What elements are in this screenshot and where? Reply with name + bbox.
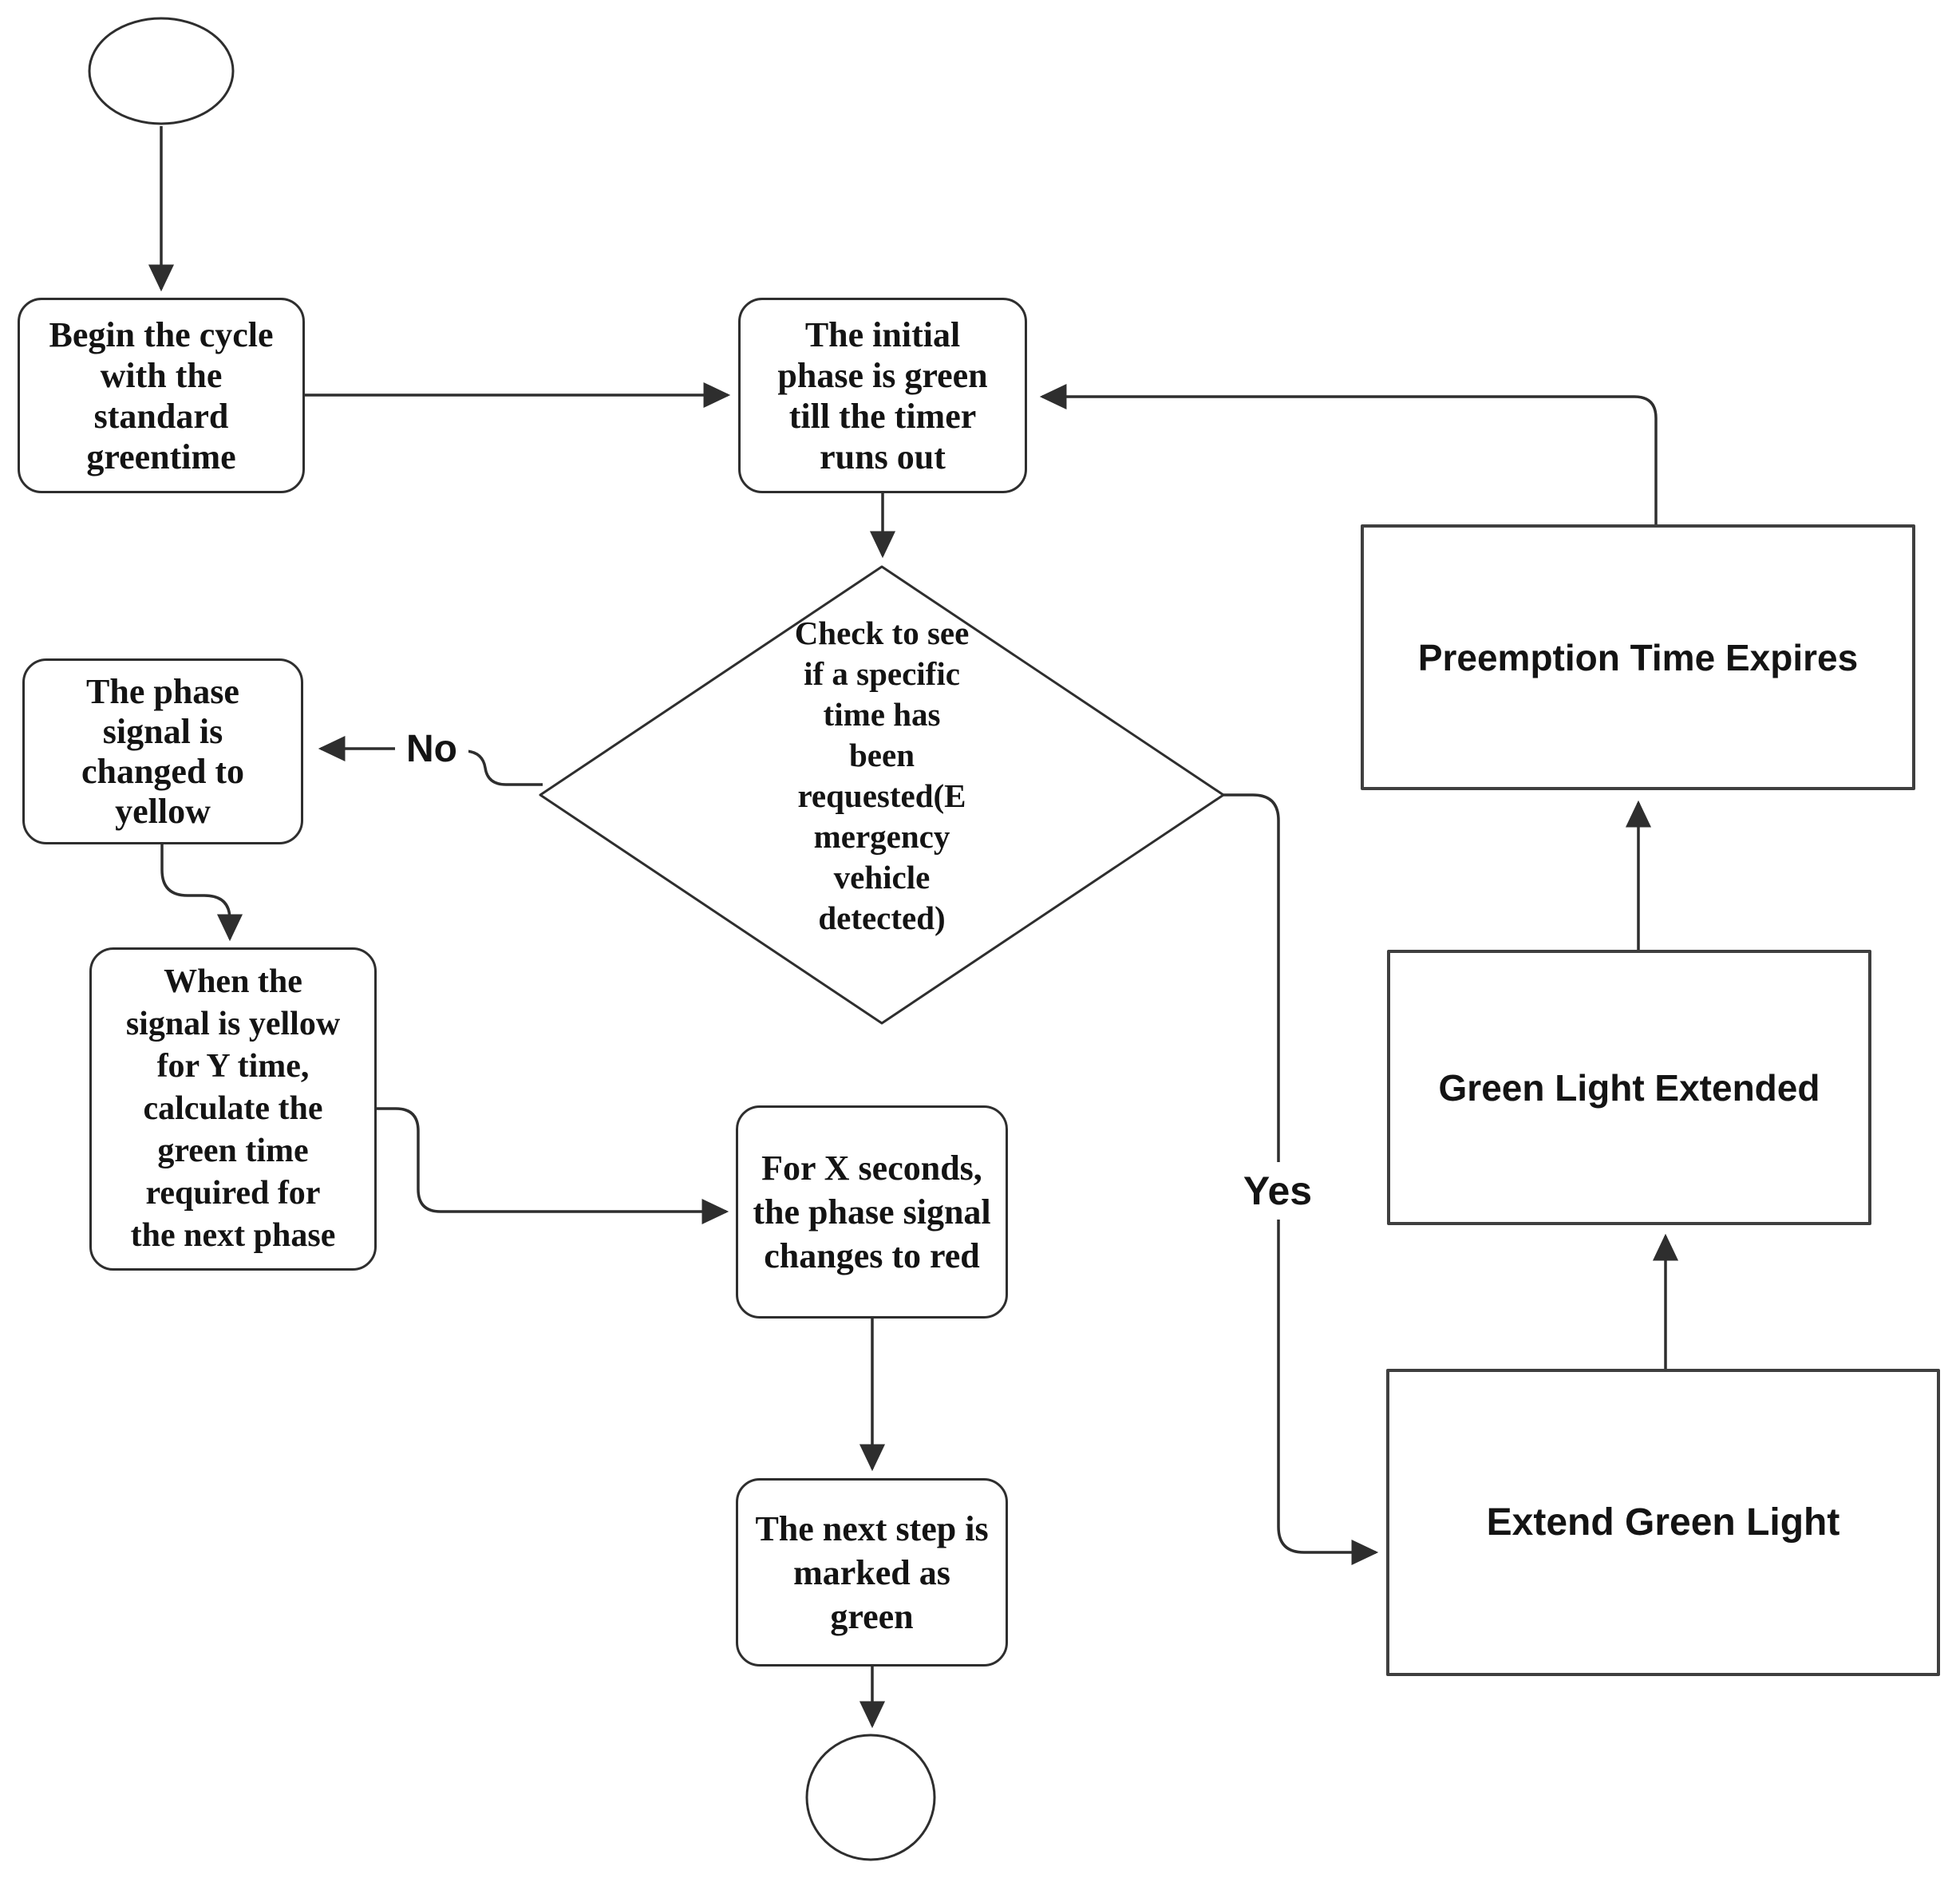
decision-text: Check to see if a specific time has been… [794, 615, 970, 936]
node-initial-phase: The initial phase is green till the time… [738, 298, 1027, 493]
edge-when-to-forx [377, 1107, 729, 1225]
edge-decision-no-wave [455, 749, 543, 786]
node-preemption-expires: Preemption Time Expires [1361, 524, 1915, 790]
start-circle [88, 17, 235, 125]
edge-preemption-to-initial [1039, 383, 1658, 524]
node-begin-cycle: Begin the cycle with the standard greent… [18, 298, 305, 493]
edge-label-no: No [395, 722, 468, 775]
edge-label-yes: Yes [1235, 1162, 1320, 1220]
node-phase-yellow: The phase signal is changed to yellow [22, 658, 303, 844]
end-circle [805, 1734, 936, 1861]
node-calc-green-time: When the signal is yellow for Y time, ca… [89, 947, 377, 1271]
node-next-green: The next step is marked as green [736, 1478, 1008, 1667]
edge-yellow-to-when [160, 844, 243, 942]
node-phase-red: For X seconds, the phase signal changes … [736, 1105, 1008, 1319]
decision-diamond [539, 565, 1225, 1025]
node-extend-green-light: Extend Green Light [1386, 1369, 1940, 1676]
node-green-light-extended: Green Light Extended [1387, 950, 1871, 1225]
